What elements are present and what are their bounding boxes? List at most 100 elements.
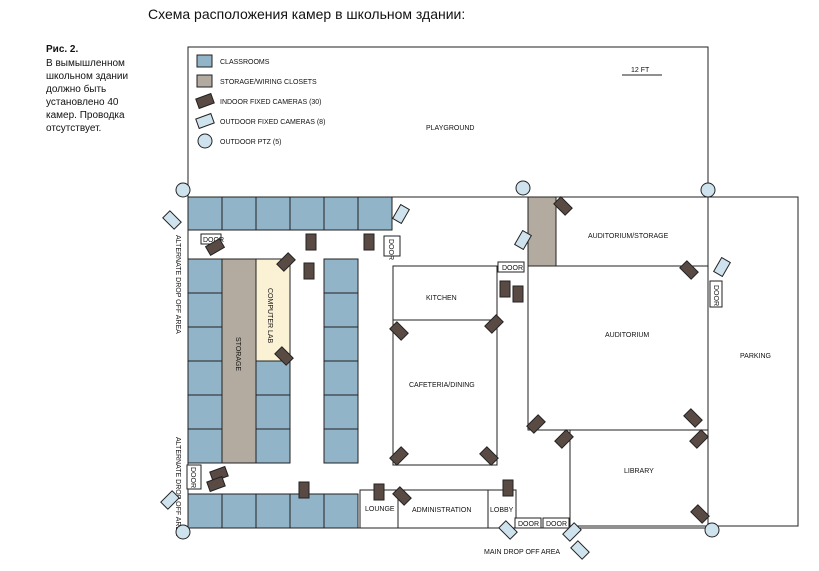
classroom xyxy=(187,360,223,396)
doors: DOOR DOOR DOOR DOOR DOOR DOOR DOOR xyxy=(186,233,723,529)
classrooms xyxy=(187,196,393,529)
indoor-camera-icon xyxy=(274,346,294,366)
ptz-camera-icon xyxy=(515,180,531,196)
classroom xyxy=(187,196,223,231)
page-title: Схема расположения камер в школьном здан… xyxy=(148,6,466,22)
classroom xyxy=(323,428,359,464)
lobby-label: LOBBY xyxy=(490,507,514,514)
classroom xyxy=(187,493,223,529)
scale-bar: 12 FT xyxy=(622,67,662,76)
classroom xyxy=(357,196,393,231)
classroom-swatch xyxy=(196,54,213,68)
cafeteria-room xyxy=(392,319,498,466)
ptz-camera-icon xyxy=(175,182,191,198)
figure-label: Рис. 2. xyxy=(46,44,79,55)
parking-label: PARKING xyxy=(740,353,771,360)
classroom xyxy=(323,326,359,362)
figure-description: В вымышленном школьном здании должно быт… xyxy=(46,58,129,134)
door-label: DOOR xyxy=(387,239,394,260)
storage-label: STORAGE xyxy=(234,337,241,371)
outdoor-camera-icon xyxy=(160,490,180,510)
indoor-camera-icon xyxy=(363,233,375,251)
ptz-camera-icon xyxy=(700,182,716,198)
legend-label: OUTDOOR PTZ (5) xyxy=(220,139,281,146)
library-room xyxy=(569,429,709,527)
indoor-camera-icon xyxy=(690,504,710,524)
lounge-label: LOUNGE xyxy=(365,506,395,513)
outdoor-camera-icon xyxy=(513,229,533,251)
classroom xyxy=(323,258,359,294)
indoor-camera-icon xyxy=(554,429,574,449)
door-label: DOOR xyxy=(189,467,196,488)
indoor-camera-icon xyxy=(512,285,524,303)
door xyxy=(497,261,525,273)
kitchen-label: KITCHEN xyxy=(426,295,457,302)
classroom xyxy=(255,196,291,231)
indoor-camera-icon xyxy=(553,196,573,216)
auditorium-storage-closet xyxy=(527,196,557,267)
outdoor-camera-icon xyxy=(162,210,182,230)
classroom xyxy=(187,394,223,430)
classroom xyxy=(255,428,291,464)
indoor-camera-icon xyxy=(683,408,703,428)
ptz-camera-icon xyxy=(197,133,213,149)
classroom xyxy=(221,196,257,231)
classroom xyxy=(323,493,359,529)
classroom xyxy=(187,258,223,294)
library-label: LIBRARY xyxy=(624,468,654,475)
classroom xyxy=(221,493,257,529)
classroom xyxy=(255,360,291,396)
classroom xyxy=(289,493,325,529)
indoor-camera-icon xyxy=(689,429,709,449)
classroom xyxy=(323,394,359,430)
indoor-camera-icon xyxy=(303,262,315,280)
outdoor-camera-icon xyxy=(570,540,590,560)
legend-label: INDOOR FIXED CAMERAS (30) xyxy=(220,99,322,106)
outdoor-camera-icon xyxy=(195,112,215,130)
legend-label: STORAGE/WIRING CLOSETS xyxy=(220,79,317,86)
scale-label: 12 FT xyxy=(631,67,650,74)
auditorium-storage-label: AUDITORIUM/STORAGE xyxy=(588,233,669,240)
outdoor-cameras xyxy=(160,203,732,560)
ptz-camera-icon xyxy=(175,524,191,540)
door xyxy=(383,235,401,257)
outdoor-camera-icon xyxy=(498,520,518,540)
ptz-camera-icon xyxy=(704,522,720,538)
indoor-camera-icon xyxy=(392,486,412,506)
storage-block xyxy=(221,258,257,464)
outdoor-camera-icon xyxy=(391,203,411,225)
classroom xyxy=(187,292,223,328)
indoor-camera-icon xyxy=(298,481,310,499)
classroom xyxy=(255,394,291,430)
classroom xyxy=(323,292,359,328)
main-drop-off-label: MAIN DROP OFF AREA xyxy=(484,549,560,556)
door-label: DOOR xyxy=(203,237,224,244)
indoor-camera-icon xyxy=(204,237,226,257)
auditorium-room xyxy=(527,265,709,431)
indoor-camera-icon xyxy=(389,446,409,466)
legend-label: OUTDOOR FIXED CAMERAS (8) xyxy=(220,119,325,126)
alternate-drop-off-label: ALTERNATE DROP OFF AREA xyxy=(174,235,181,334)
door xyxy=(542,517,570,529)
indoor-camera-icon xyxy=(499,280,511,298)
ptz-cameras xyxy=(175,180,720,540)
indoor-camera-icon xyxy=(502,479,514,497)
playground-boundary xyxy=(187,46,709,198)
classroom xyxy=(255,493,291,529)
computer-lab-label: COMPUTER LAB xyxy=(266,288,273,344)
indoor-cameras xyxy=(204,196,710,524)
indoor-camera-icon xyxy=(305,233,317,251)
classroom xyxy=(187,428,223,464)
indoor-camera-icon xyxy=(276,252,296,272)
door xyxy=(514,517,542,529)
indoor-camera-icon xyxy=(479,446,499,466)
alternate-drop-off-label: ALTERNATE DROP OFF AREA xyxy=(174,437,181,536)
indoor-camera-icon xyxy=(206,475,226,493)
door xyxy=(186,464,202,490)
door-label: DOOR xyxy=(546,521,567,528)
indoor-camera-icon xyxy=(679,260,699,280)
door-label: DOOR xyxy=(518,521,539,528)
door-label: DOOR xyxy=(502,265,523,272)
classroom xyxy=(289,196,325,231)
